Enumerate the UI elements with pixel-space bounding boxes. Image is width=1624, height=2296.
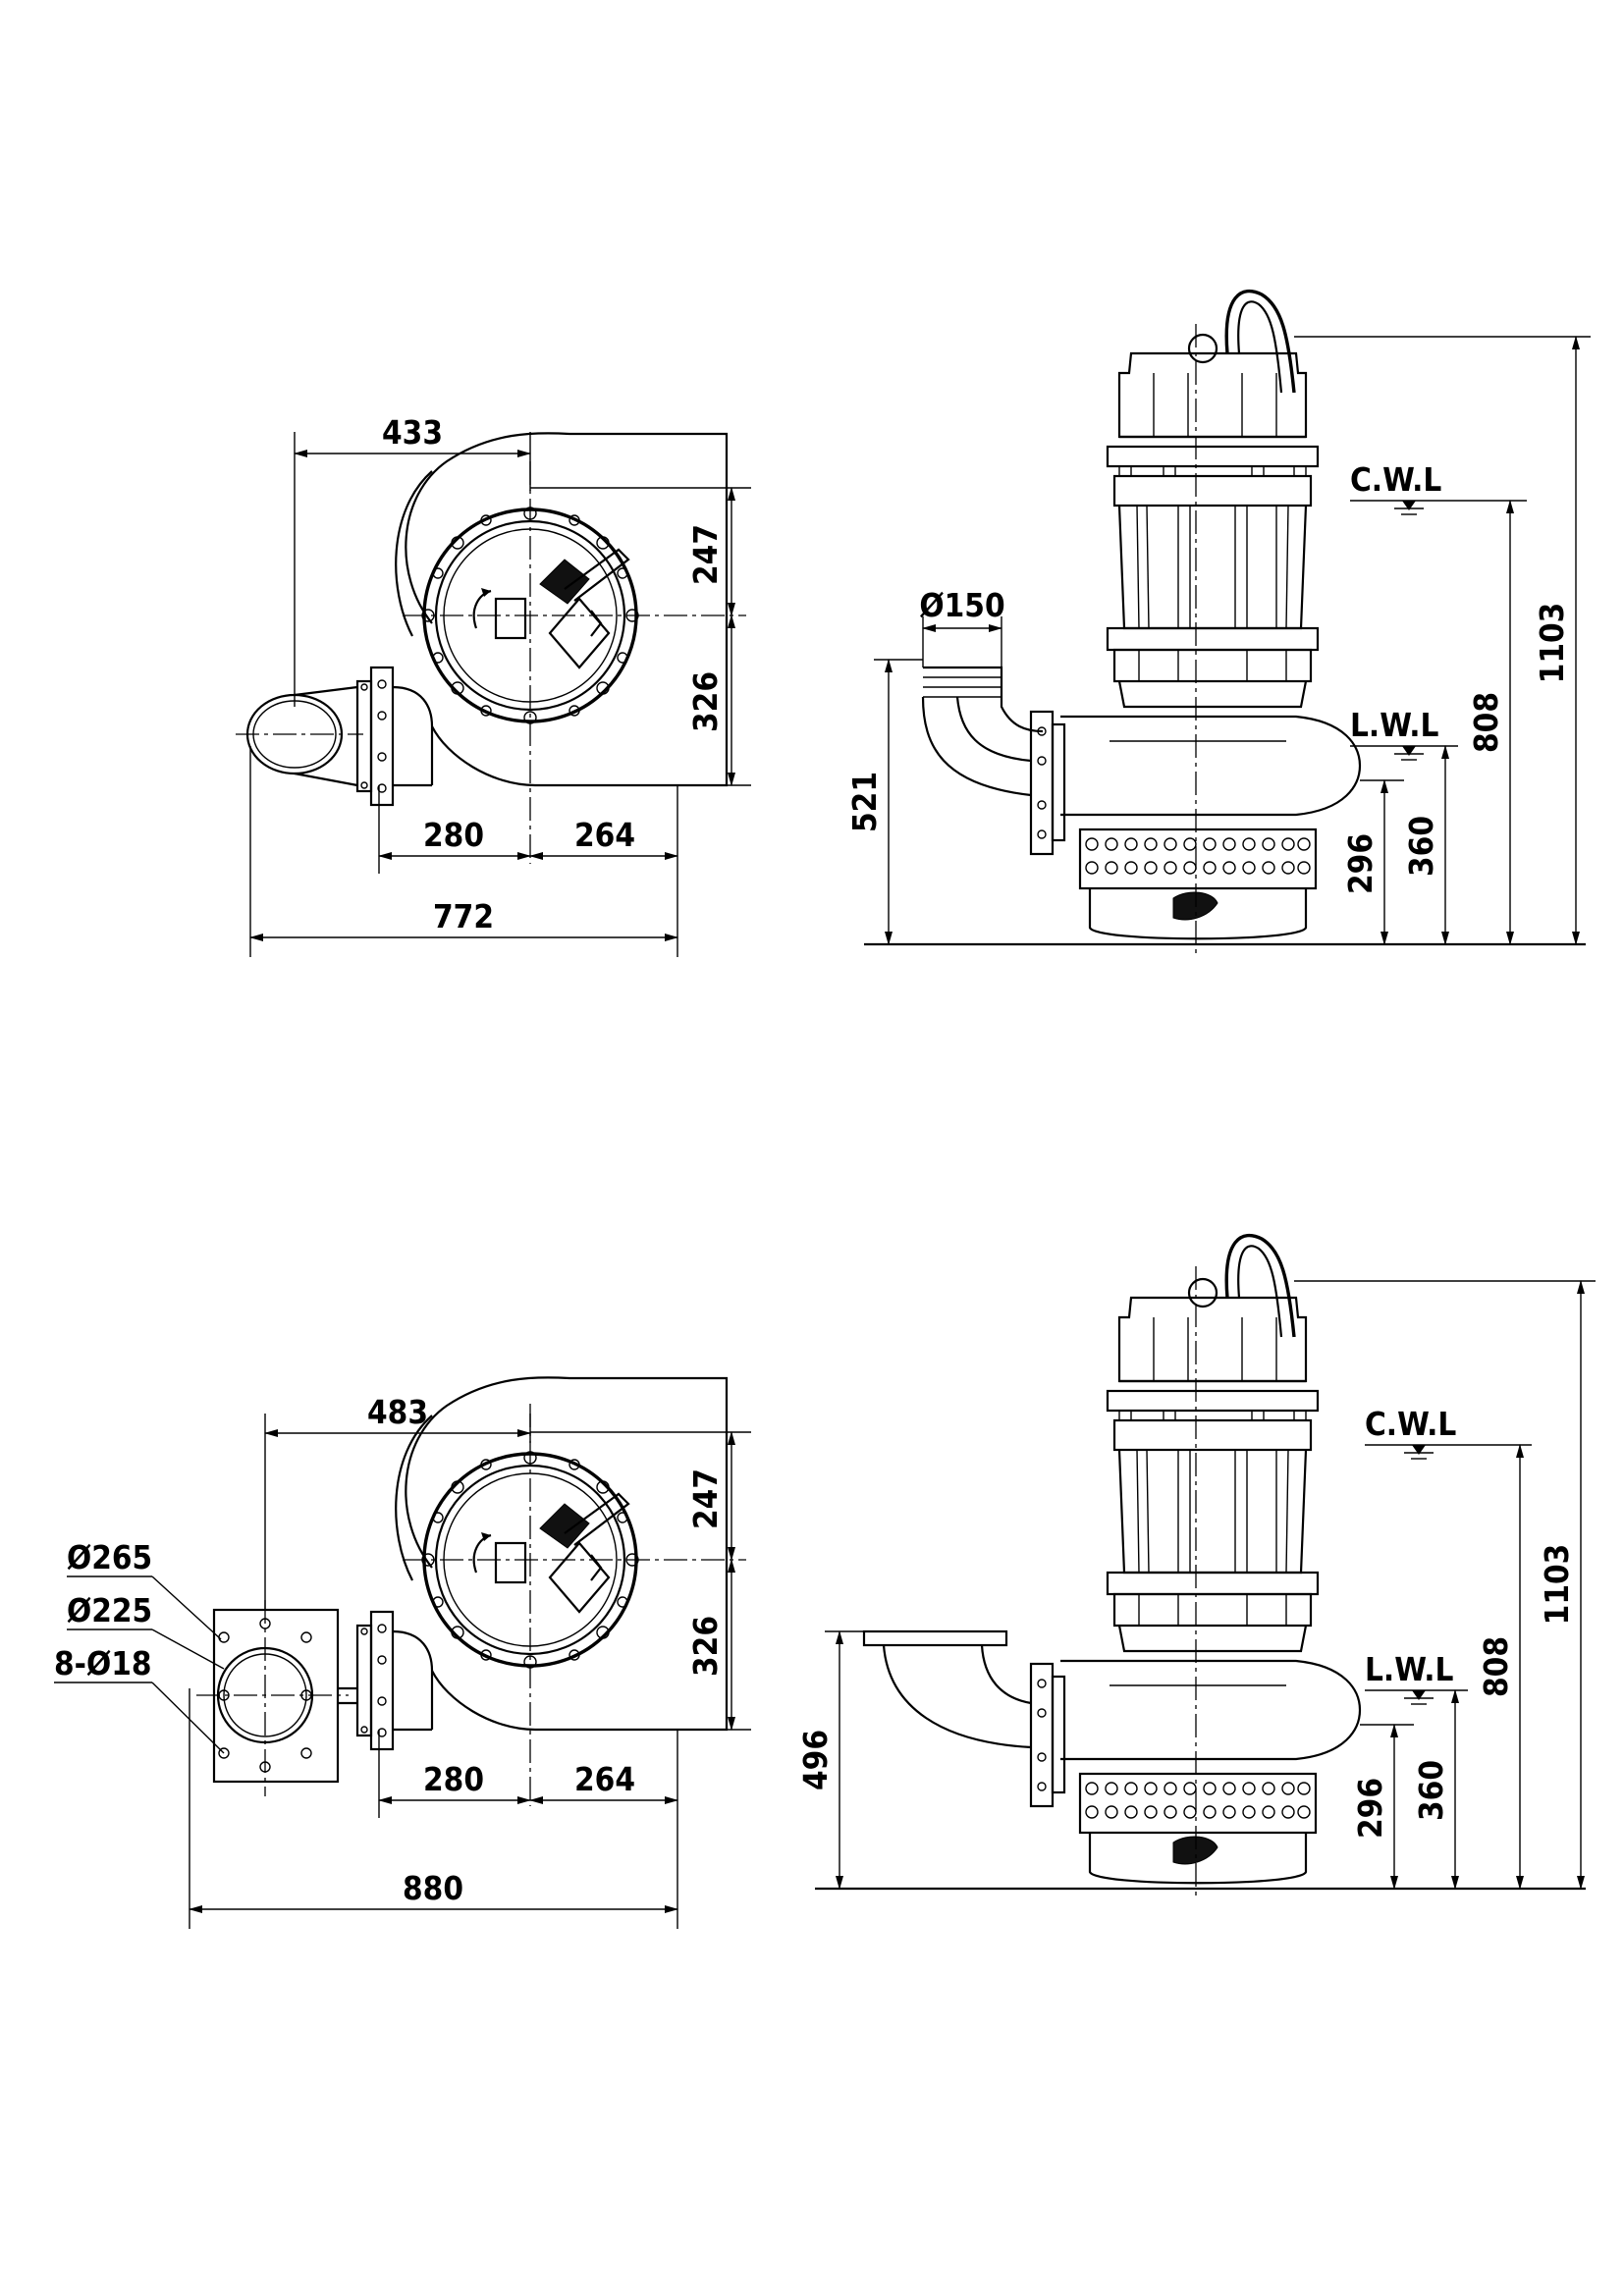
lwl-label-1: L.W.L — [1350, 706, 1439, 744]
plan-view-1: 433 247 326 280 264 772 — [236, 413, 751, 957]
dim-280: 280 — [423, 816, 484, 854]
dim-1103-1: 1103 — [1533, 603, 1571, 684]
dim-264: 264 — [574, 816, 635, 854]
side-view-1: Ø150 521 L.W.L 296 360 C.W.L 808 1103 — [845, 289, 1591, 957]
lwl-label-2: L.W.L — [1365, 1650, 1454, 1688]
flange-holes: 8-Ø18 — [54, 1644, 152, 1682]
dim-880: 880 — [403, 1869, 463, 1907]
flange-bolt-circle: Ø225 — [67, 1591, 152, 1629]
dim-dia150: Ø150 — [919, 586, 1004, 624]
dim-808-1: 808 — [1467, 692, 1505, 753]
dim-808-2: 808 — [1477, 1636, 1515, 1697]
dim-521: 521 — [845, 772, 884, 832]
dim-326: 326 — [686, 671, 725, 732]
dim-496: 496 — [796, 1730, 835, 1790]
dim-433: 433 — [382, 413, 443, 452]
cwl-label-1: C.W.L — [1350, 460, 1441, 499]
dim-296-2: 296 — [1351, 1778, 1389, 1839]
dim-280-2: 280 — [423, 1760, 484, 1798]
dim-326-2: 326 — [686, 1616, 725, 1677]
side-view-2 — [1058, 1233, 1362, 1885]
plan-view-2-extras: Ø265 Ø225 8-Ø18 483 247 326 280 264 880 — [54, 1393, 751, 1929]
dim-483: 483 — [367, 1393, 428, 1431]
dim-360-1: 360 — [1402, 816, 1440, 877]
dim-247: 247 — [686, 524, 725, 585]
dim-772: 772 — [433, 897, 494, 935]
dim-1103-2: 1103 — [1538, 1544, 1576, 1626]
cwl-label-2: C.W.L — [1365, 1405, 1456, 1443]
side-view-2-extras: 496 L.W.L 296 360 C.W.L 808 1103 — [796, 1266, 1596, 1899]
dim-296-1: 296 — [1341, 833, 1380, 894]
dim-247-2: 247 — [686, 1468, 725, 1529]
flange-outer-dia: Ø265 — [67, 1538, 152, 1576]
dim-264-2: 264 — [574, 1760, 635, 1798]
dim-360-2: 360 — [1412, 1760, 1450, 1821]
